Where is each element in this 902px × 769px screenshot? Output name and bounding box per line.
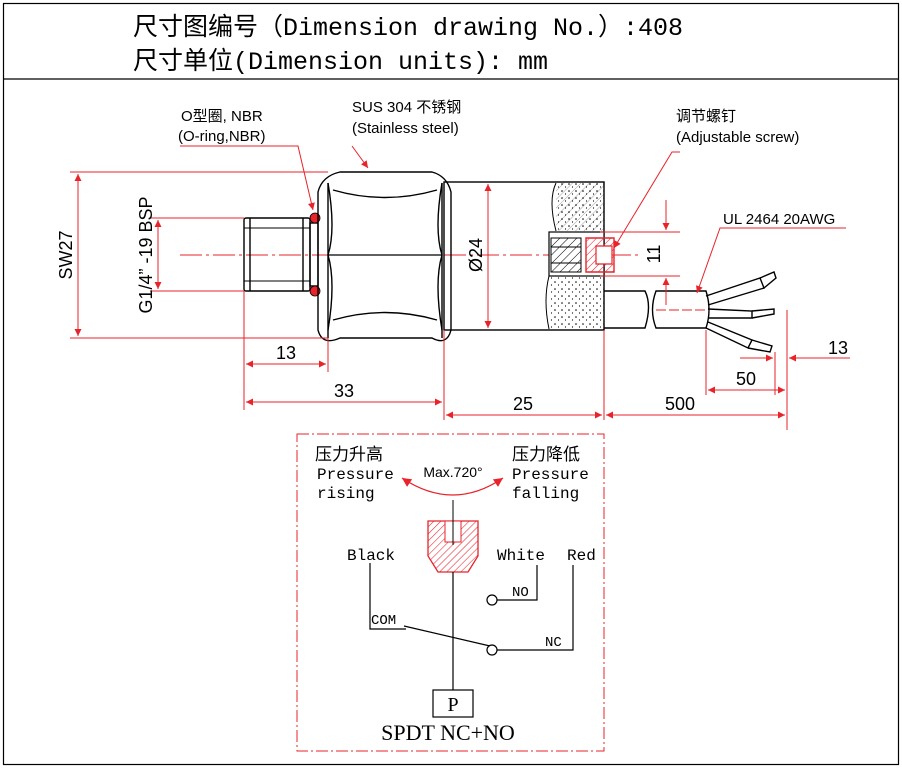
label-p: P [447, 694, 458, 716]
dim-33: 33 [334, 381, 354, 401]
label-max-angle: Max.720° [423, 464, 482, 480]
label-no: NO [512, 585, 529, 601]
thread-fitting [243, 217, 319, 292]
cutaway-section [545, 182, 615, 330]
callout-steel-en: (Stainless steel) [352, 120, 459, 137]
label-red: Red [567, 547, 596, 565]
label-rising-cn: 压力升高 [315, 445, 383, 464]
rotation-arc [401, 477, 504, 496]
callout-steel-cn: SUS 304 不锈钢 [352, 99, 461, 116]
label-falling-en1: Pressure [512, 466, 589, 484]
label-black: Black [347, 547, 395, 565]
schematic-title: SPDT NC+NO [381, 720, 515, 745]
label-nc: NC [545, 635, 562, 651]
dim-50: 50 [736, 369, 756, 389]
header-line-drawing-no: 尺寸图编号（Dimension drawing No.）:408 [133, 13, 683, 43]
schematic-frame [296, 433, 605, 752]
hex-nut [317, 171, 452, 342]
label-falling-cn: 压力降低 [512, 445, 580, 464]
label-white: White [497, 547, 545, 565]
label-rising-en1: Pressure [317, 466, 394, 484]
dim-diameter: Ø24 [466, 238, 486, 272]
dim-25: 25 [513, 394, 533, 414]
leader-lines [180, 145, 846, 294]
dim-11: 11 [644, 245, 664, 264]
cable [604, 271, 777, 353]
callout-cable: UL 2464 20AWG [723, 211, 835, 228]
schematic-wiring [369, 563, 574, 690]
dim-sw27: SW27 [56, 230, 76, 279]
dim-13-wire: 13 [828, 338, 848, 358]
callout-screw-en: (Adjustable screw) [676, 129, 799, 146]
dim-13-thread: 13 [276, 343, 296, 363]
extension-lines [70, 171, 788, 430]
dimension-lines [74, 174, 850, 419]
dim-500: 500 [665, 394, 695, 414]
dim-thread: G1/4” -19 BSP [136, 196, 156, 313]
schematic-screw [427, 500, 479, 573]
label-rising-en2: rising [317, 485, 375, 503]
callout-oring-cn: O型圈, NBR [181, 108, 263, 125]
callout-oring-en: (O-ring,NBR) [178, 128, 266, 145]
callout-screw-cn: 调节螺钉 [676, 108, 736, 125]
pressure-box [432, 689, 474, 718]
label-com: COM [371, 613, 396, 629]
header-line-units: 尺寸单位(Dimension units): mm [133, 47, 548, 77]
label-falling-en2: falling [512, 485, 579, 503]
